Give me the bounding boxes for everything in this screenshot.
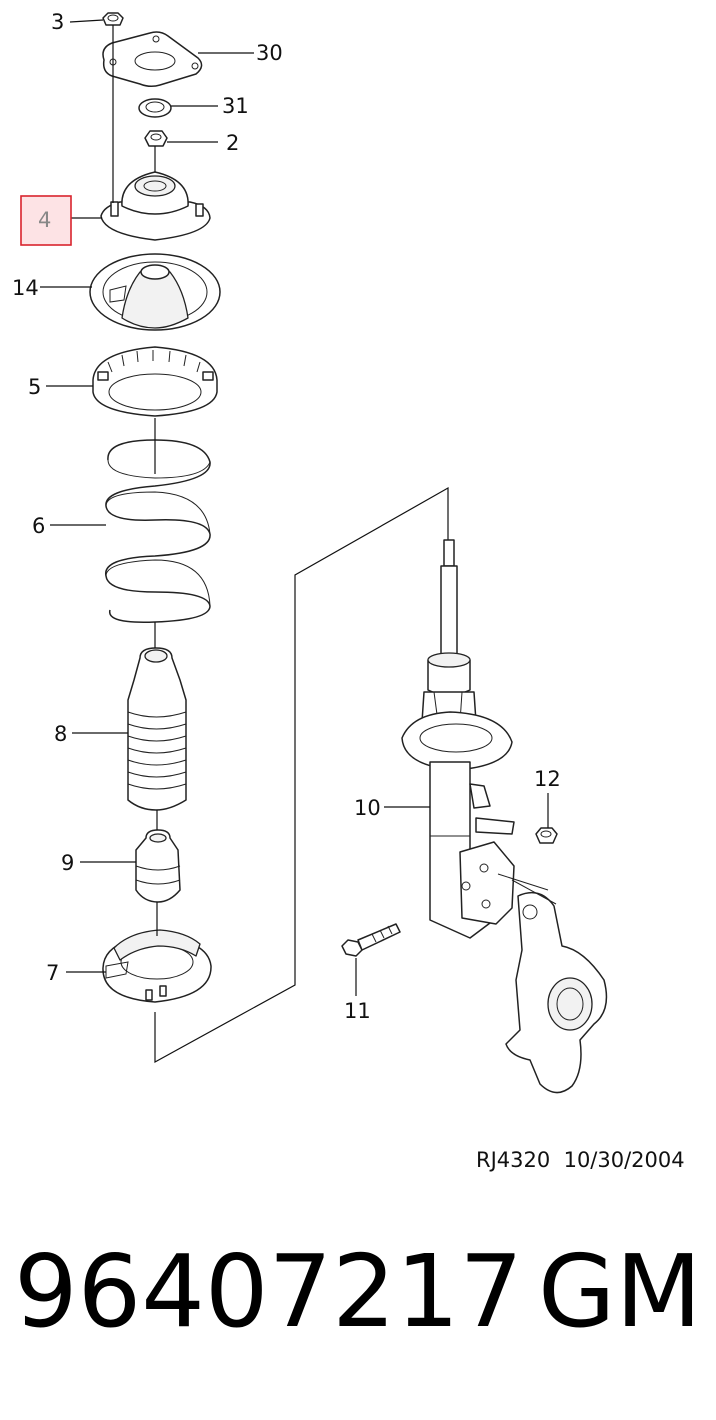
callout-leader-lines [40, 19, 549, 996]
callout-5: 5 [28, 375, 41, 399]
callout-9: 9 [61, 851, 74, 875]
callout-8: 8 [54, 722, 67, 746]
part-9-bump-stop [135, 829, 181, 903]
callout-11: 11 [344, 999, 371, 1023]
callout-12: 12 [534, 767, 561, 791]
part-14-upper-seat [89, 253, 221, 331]
part-6-coil-spring [105, 439, 211, 623]
part-2-nut [144, 130, 168, 147]
callout-7: 7 [46, 961, 59, 985]
callout-14: 14 [12, 276, 39, 300]
highlight-box-part-4 [20, 195, 72, 246]
part-number: 96407217 [14, 1233, 523, 1350]
callout-10: 10 [354, 796, 381, 820]
part-3-nut [102, 12, 124, 26]
callout-31: 31 [222, 94, 249, 118]
part-12-nut [535, 827, 558, 844]
assembly-bracket-lines [154, 486, 449, 1064]
strut-exploded-diagram: 3 30 31 2 4 14 5 6 8 9 7 10 12 11 [12, 10, 608, 1094]
drawing-reference: RJ4320 10/30/2004 [476, 1148, 685, 1172]
part-10-strut-assembly [401, 539, 515, 939]
part-7-lower-seat [102, 929, 212, 1003]
part-11-bolt [341, 923, 401, 957]
part-5-spring-seat [92, 346, 218, 417]
steering-knuckle [497, 873, 608, 1094]
callout-3: 3 [51, 10, 64, 34]
part-8-dust-boot [127, 647, 187, 811]
manufacturer: GM [538, 1233, 702, 1350]
callout-labels: 3 30 31 2 4 14 5 6 8 9 7 10 12 11 [12, 10, 561, 1023]
callout-30: 30 [256, 41, 283, 65]
part-4-strut-mount [100, 171, 211, 241]
part-30-gasket [102, 31, 203, 88]
callout-6: 6 [32, 514, 45, 538]
callout-4: 4 [38, 208, 51, 232]
callout-2: 2 [226, 131, 239, 155]
part-31-seal [138, 98, 172, 118]
stack-axis-lines [112, 25, 158, 936]
